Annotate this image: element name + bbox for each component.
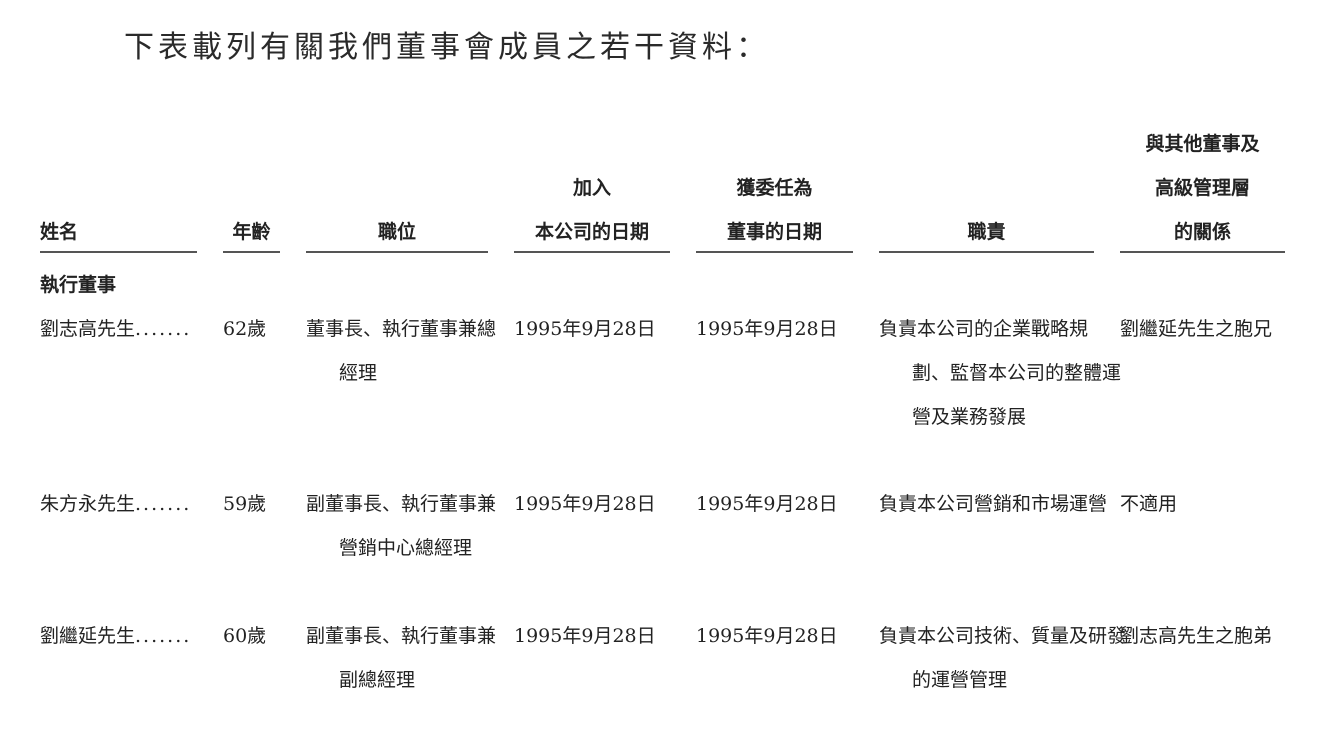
header-appointed-date: 獲委任為 董事的日期 — [696, 166, 853, 254]
cell-age: 60歲 — [223, 625, 267, 647]
position-line: 營銷中心總經理 — [339, 537, 473, 559]
position-line: 副總經理 — [339, 669, 416, 691]
header-rule-join-date — [514, 251, 670, 253]
cell-responsibilities: 負責本公司的企業戰略規 劃、監督本公司的整體運 營及業務發展 — [879, 307, 1121, 439]
responsibility-line: 負責本公司技術、質量及研發 — [879, 625, 1127, 647]
cell-position: 副董事長、執行董事兼 營銷中心總經理 — [306, 482, 496, 570]
director-name: 劉志高先生 — [40, 318, 136, 340]
header-responsibilities-line: 職責 — [967, 221, 1006, 243]
cell-position: 副董事長、執行董事兼 副總經理 — [306, 614, 496, 702]
header-rule-age — [223, 251, 280, 253]
director-name: 朱方永先生 — [40, 493, 136, 515]
cell-age: 62歲 — [223, 318, 267, 340]
cell-join-date: 1995年9月28日 — [514, 318, 656, 340]
cell-name: 劉志高先生....... — [40, 307, 191, 351]
cell-responsibilities: 負責本公司技術、質量及研發 的運營管理 — [879, 614, 1126, 702]
header-rule-responsibilities — [879, 251, 1094, 253]
header-rule-relationship — [1120, 251, 1285, 253]
header-appointed-date-line2: 董事的日期 — [726, 221, 822, 243]
header-rule-appointed-date — [696, 251, 853, 253]
header-position-line: 職位 — [377, 221, 416, 243]
cell-name: 朱方永先生....... — [40, 482, 191, 526]
header-name-line: 姓名 — [40, 221, 79, 243]
position-line: 副董事長、執行董事兼 — [306, 493, 497, 515]
header-join-date-line2: 本公司的日期 — [534, 221, 649, 243]
responsibility-line: 負責本公司營銷和市場運營 — [879, 493, 1108, 515]
responsibility-line: 的運營管理 — [912, 669, 1008, 691]
header-responsibilities: 職責 — [879, 210, 1094, 254]
cell-join-date: 1995年9月28日 — [514, 625, 656, 647]
leader-dots: ....... — [135, 318, 192, 340]
cell-join-date: 1995年9月28日 — [514, 493, 656, 515]
cell-relationship: 劉志高先生之胞弟 — [1120, 625, 1273, 647]
header-position: 職位 — [306, 210, 488, 254]
responsibility-line: 劃、監督本公司的整體運 — [912, 362, 1122, 384]
header-relationship: 與其他董事及 高級管理層 的關係 — [1120, 122, 1285, 254]
position-line: 董事長、執行董事兼總 — [306, 318, 497, 340]
header-name: 姓名 — [40, 210, 78, 254]
header-age-line: 年齡 — [232, 221, 271, 243]
header-join-date: 加入 本公司的日期 — [514, 166, 670, 254]
cell-appointed-date: 1995年9月28日 — [696, 493, 838, 515]
header-relationship-line2: 高級管理層 — [1154, 177, 1250, 199]
position-line: 副董事長、執行董事兼 — [306, 625, 497, 647]
position-line: 經理 — [339, 362, 378, 384]
header-appointed-date-line1: 獲委任為 — [736, 177, 813, 199]
responsibility-line: 負責本公司的企業戰略規 — [879, 318, 1089, 340]
leader-dots: ....... — [135, 625, 192, 647]
cell-position: 董事長、執行董事兼總 經理 — [306, 307, 496, 395]
cell-appointed-date: 1995年9月28日 — [696, 625, 838, 647]
header-relationship-line3: 的關係 — [1173, 221, 1231, 243]
cell-relationship: 劉繼延先生之胞兄 — [1120, 318, 1273, 340]
leader-dots: ....... — [135, 493, 192, 515]
header-rule-position — [306, 251, 488, 253]
header-age: 年齡 — [223, 210, 280, 254]
intro-text: 下表載列有關我們董事會成員之若干資料： — [124, 30, 770, 65]
director-name: 劉繼延先生 — [40, 625, 136, 647]
section-title: 執行董事 — [40, 274, 117, 296]
header-relationship-line1: 與其他董事及 — [1145, 133, 1260, 155]
cell-relationship: 不適用 — [1120, 493, 1178, 515]
cell-age: 59歲 — [223, 493, 267, 515]
responsibility-line: 營及業務發展 — [912, 406, 1027, 428]
cell-name: 劉繼延先生....... — [40, 614, 191, 658]
header-rule-name — [40, 251, 197, 253]
header-join-date-line1: 加入 — [572, 177, 611, 199]
cell-appointed-date: 1995年9月28日 — [696, 318, 838, 340]
cell-responsibilities: 負責本公司營銷和市場運營 — [879, 482, 1107, 526]
